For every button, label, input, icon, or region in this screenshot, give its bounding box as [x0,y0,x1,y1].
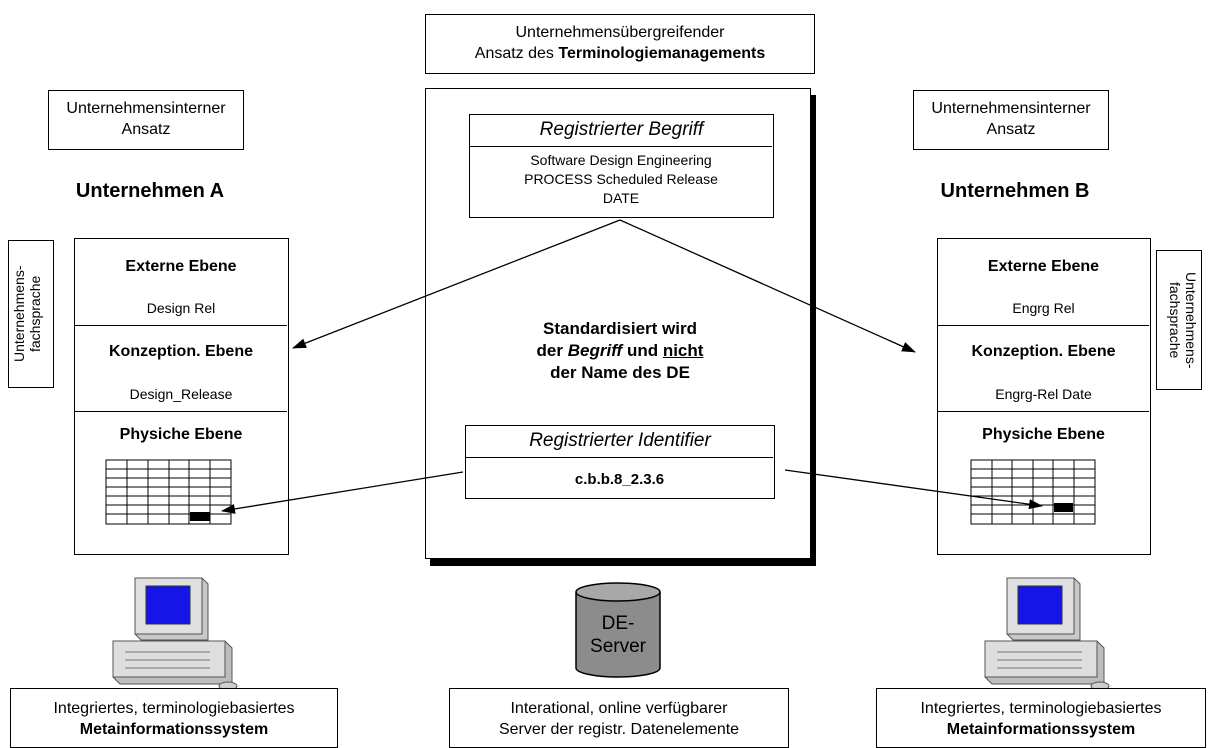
registered-term-body: Software Design Engineering PROCESS Sche… [470,151,772,208]
registered-identifier-title: Registrierter Identifier [529,430,711,451]
cross-company-approach-box: Unternehmensübergreifender Ansatz des Te… [425,14,815,74]
company-b-levels: Externe Ebene Engrg Rel Konzeption. Eben… [937,238,1151,555]
right-bottom-line2: Metainformationssystem [946,721,1136,738]
right-side-label-line2: fachsprache [1167,281,1183,359]
cross-company-line2: Ansatz des Terminologiemanagements [426,43,814,64]
standardization-line2-a: der [536,341,568,360]
left-side-label-line2: fachsprache [27,275,43,353]
right-side-label-line1: Unternehmens- [1183,271,1199,369]
right-approach-box: Unternehmensinterner Ansatz [913,90,1109,150]
left-divider-2 [75,411,287,412]
registered-identifier-divider [466,457,773,458]
company-b-title: Unternehmen B [940,180,1090,202]
right-divider-2 [938,411,1149,412]
standardization-line3: der Name des DE [550,363,690,382]
registered-term-line3: DATE [602,190,640,206]
left-bottom-line1: Integriertes, terminologiebasiertes [53,700,295,717]
standardization-line1: Standardisiert wird [543,319,697,338]
left-approach-line1: Unternehmensinterner [66,100,226,117]
de-server-line2: Server [590,636,646,657]
right-extern-title: Externe Ebene [987,258,1100,275]
registered-term-line2: PROCESS Scheduled Release [524,171,718,187]
standardization-not: nicht [662,341,704,360]
registered-term-line1: Software Design Engineering [530,152,712,168]
standardization-line2-c: und [622,341,663,360]
terminology-management-text: Terminologiemanagements [558,45,766,62]
left-side-label: Unternehmens- fachsprache [8,240,54,388]
registered-term-title: Registrierter Begriff [539,119,704,140]
left-extern-value: Design Rel [146,300,216,316]
left-concept-title: Konzeption. Ebene [109,343,253,360]
left-concept-value: Design_Release [129,386,233,402]
right-bottom-box: Integriertes, terminologiebasiertes Meta… [876,688,1206,748]
left-side-label-line1: Unternehmens- [11,265,27,363]
company-a-title: Unternehmen A [75,180,225,202]
left-physical-title: Physiche Ebene [119,426,243,443]
right-physical-title: Physiche Ebene [982,426,1105,443]
left-approach-line2: Ansatz [121,121,171,138]
company-a-levels: Externe Ebene Design Rel Konzeption. Ebe… [74,238,289,555]
registered-identifier-box: Registrierter Identifier c.b.b.8_2.3.6 [465,425,775,499]
standardization-note: Standardisiert wird der Begriff und nich… [470,318,770,384]
registered-term-box: Registrierter Begriff Software Design En… [469,114,774,218]
registered-term-divider [470,146,772,147]
left-bottom-box: Integriertes, terminologiebasiertes Meta… [10,688,338,748]
de-server-label: DE- Server [576,612,660,658]
center-bottom-line2: Server der registr. Datenelemente [498,721,740,738]
right-extern-value: Engrg Rel [1012,300,1075,316]
right-concept-title: Konzeption. Ebene [971,343,1116,360]
left-divider-1 [75,325,287,326]
left-approach-box: Unternehmensinterner Ansatz [48,90,244,150]
right-approach-line1: Unternehmensinterner [931,100,1091,117]
standardization-term: Begriff [567,341,623,360]
left-bottom-line2: Metainformationssystem [79,721,269,738]
de-server-line1: DE- [601,613,635,634]
right-divider-1 [938,325,1149,326]
right-approach-line2: Ansatz [986,121,1036,138]
center-bottom-box: Interational, online verfügbarer Server … [449,688,789,748]
right-concept-value: Engrg-Rel Date [995,386,1092,402]
standardization-line2: der Begriff und nicht [470,340,770,362]
right-side-label: Unternehmens- fachsprache [1156,250,1202,390]
right-bottom-line1: Integriertes, terminologiebasiertes [920,700,1162,717]
registered-identifier-value: c.b.b.8_2.3.6 [574,471,665,488]
cross-company-line1: Unternehmensübergreifender [515,24,725,41]
cross-company-line2-prefix: Ansatz des [474,45,559,62]
left-extern-title: Externe Ebene [125,258,237,275]
center-bottom-line1: Interational, online verfügbarer [510,700,728,717]
